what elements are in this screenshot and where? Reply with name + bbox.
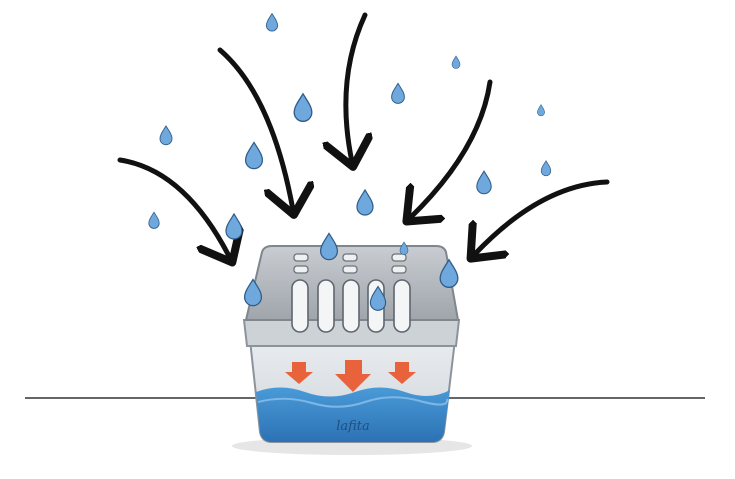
vent-slot	[317, 279, 335, 333]
incoming-arrows	[117, 12, 610, 258]
vent-hole	[391, 253, 407, 262]
water-drop-icon	[244, 141, 264, 170]
water-drop-icon	[356, 188, 374, 216]
curved-arrow-icon	[410, 79, 493, 218]
vent-hole	[342, 253, 358, 262]
down-arrow-icon	[388, 362, 416, 384]
water-drop-icon	[369, 285, 387, 311]
curved-arrow-icon	[217, 47, 293, 210]
water-drop-icon	[265, 12, 279, 32]
water-drop-icon	[537, 104, 545, 117]
vent-slot	[342, 279, 360, 333]
down-arrow-icon	[285, 362, 313, 384]
water-drop-icon	[225, 212, 243, 240]
brand-label: lafita	[336, 419, 370, 434]
water-wave-line	[257, 396, 449, 408]
vent-slot	[291, 279, 309, 333]
down-arrow-icon	[335, 360, 371, 392]
water-drop-icon	[540, 160, 552, 177]
water-drop-icon	[439, 258, 459, 288]
dehumidifier-box: lafita	[242, 245, 461, 443]
vent-hole	[293, 265, 309, 274]
curved-arrow-icon	[346, 12, 365, 162]
water-drop-icon	[159, 125, 173, 146]
water-drop-icon	[243, 278, 263, 307]
curved-arrow-icon	[474, 179, 610, 255]
water-drop-icon	[319, 232, 339, 261]
water-drop-icon	[148, 211, 160, 229]
water-drop-icon	[476, 170, 492, 195]
water-drop-icon	[293, 92, 313, 122]
water-drop-icon	[451, 55, 461, 69]
water-drop-icon	[399, 241, 409, 255]
curved-arrow-icon	[117, 157, 230, 258]
vent-hole	[293, 253, 309, 262]
vent-slot	[393, 279, 411, 333]
droplets	[148, 12, 552, 311]
water-drop-icon	[391, 82, 405, 104]
vent-hole	[342, 265, 358, 274]
vent-hole	[391, 265, 407, 274]
